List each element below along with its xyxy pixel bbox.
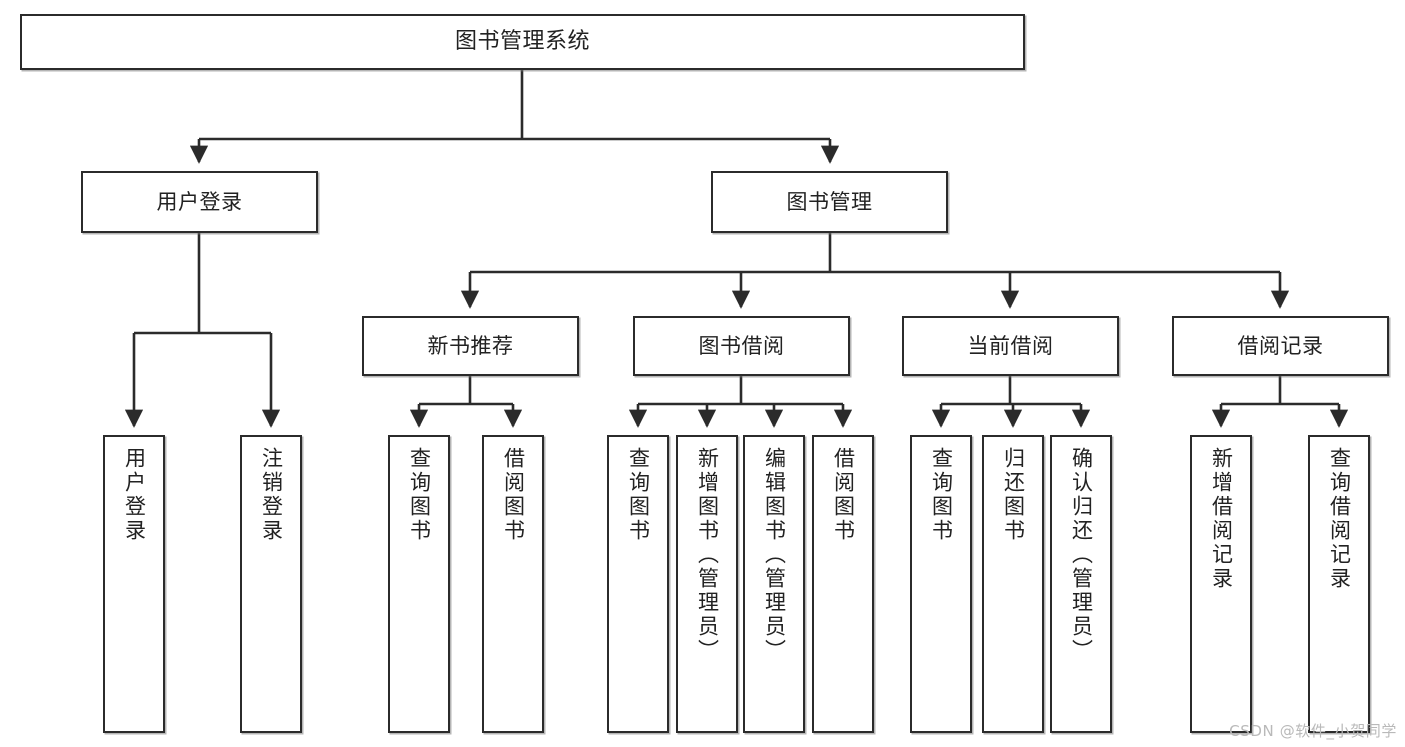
- node-current-borrow[interactable]: 当前借阅: [902, 316, 1119, 376]
- node-leaf-edit-book-label: 编辑图书（管理员）: [762, 447, 787, 663]
- watermark-text: CSDN @软件_小贺同学: [1229, 722, 1397, 740]
- node-leaf-confirm-return-label: 确认归还（管理员）: [1069, 447, 1094, 663]
- node-leaf-user-login-label: 用户登录: [122, 447, 147, 543]
- node-leaf-query-record[interactable]: 查询借阅记录: [1308, 435, 1370, 733]
- node-leaf-query-book-1-label: 查询图书: [407, 447, 432, 543]
- node-leaf-edit-book[interactable]: 编辑图书（管理员）: [743, 435, 805, 733]
- node-current-borrow-label: 当前借阅: [967, 333, 1054, 358]
- node-book-borrow[interactable]: 图书借阅: [633, 316, 850, 376]
- node-leaf-borrow-book-2-label: 借阅图书: [831, 447, 856, 543]
- node-book-manage[interactable]: 图书管理: [711, 171, 948, 233]
- node-leaf-query-book-3-label: 查询图书: [929, 447, 954, 543]
- node-new-book-recommend[interactable]: 新书推荐: [362, 316, 579, 376]
- node-leaf-logout-label: 注销登录: [259, 447, 284, 543]
- node-leaf-query-book-1[interactable]: 查询图书: [388, 435, 450, 733]
- node-leaf-query-record-label: 查询借阅记录: [1327, 447, 1352, 591]
- node-user-login-label: 用户登录: [156, 189, 243, 214]
- node-book-borrow-label: 图书借阅: [698, 333, 785, 358]
- node-leaf-query-book-3[interactable]: 查询图书: [910, 435, 972, 733]
- node-borrow-record-label: 借阅记录: [1237, 333, 1324, 358]
- node-user-login[interactable]: 用户登录: [81, 171, 318, 233]
- node-root[interactable]: 图书管理系统: [20, 14, 1025, 70]
- node-leaf-return-book[interactable]: 归还图书: [982, 435, 1044, 733]
- node-leaf-confirm-return[interactable]: 确认归还（管理员）: [1050, 435, 1112, 733]
- node-book-manage-label: 图书管理: [786, 189, 873, 214]
- node-leaf-borrow-book-1-label: 借阅图书: [501, 447, 526, 543]
- node-leaf-user-login[interactable]: 用户登录: [103, 435, 165, 733]
- node-borrow-record[interactable]: 借阅记录: [1172, 316, 1389, 376]
- node-leaf-borrow-book-1[interactable]: 借阅图书: [482, 435, 544, 733]
- node-root-label: 图书管理系统: [454, 29, 590, 55]
- node-leaf-add-record-label: 新增借阅记录: [1209, 447, 1234, 591]
- node-leaf-borrow-book-2[interactable]: 借阅图书: [812, 435, 874, 733]
- node-leaf-add-book[interactable]: 新增图书（管理员）: [676, 435, 738, 733]
- node-leaf-return-book-label: 归还图书: [1001, 447, 1026, 543]
- node-leaf-add-record[interactable]: 新增借阅记录: [1190, 435, 1252, 733]
- node-leaf-query-book-2[interactable]: 查询图书: [607, 435, 669, 733]
- node-new-book-recommend-label: 新书推荐: [427, 333, 514, 358]
- node-leaf-logout[interactable]: 注销登录: [240, 435, 302, 733]
- node-leaf-query-book-2-label: 查询图书: [626, 447, 651, 543]
- node-leaf-add-book-label: 新增图书（管理员）: [695, 447, 720, 663]
